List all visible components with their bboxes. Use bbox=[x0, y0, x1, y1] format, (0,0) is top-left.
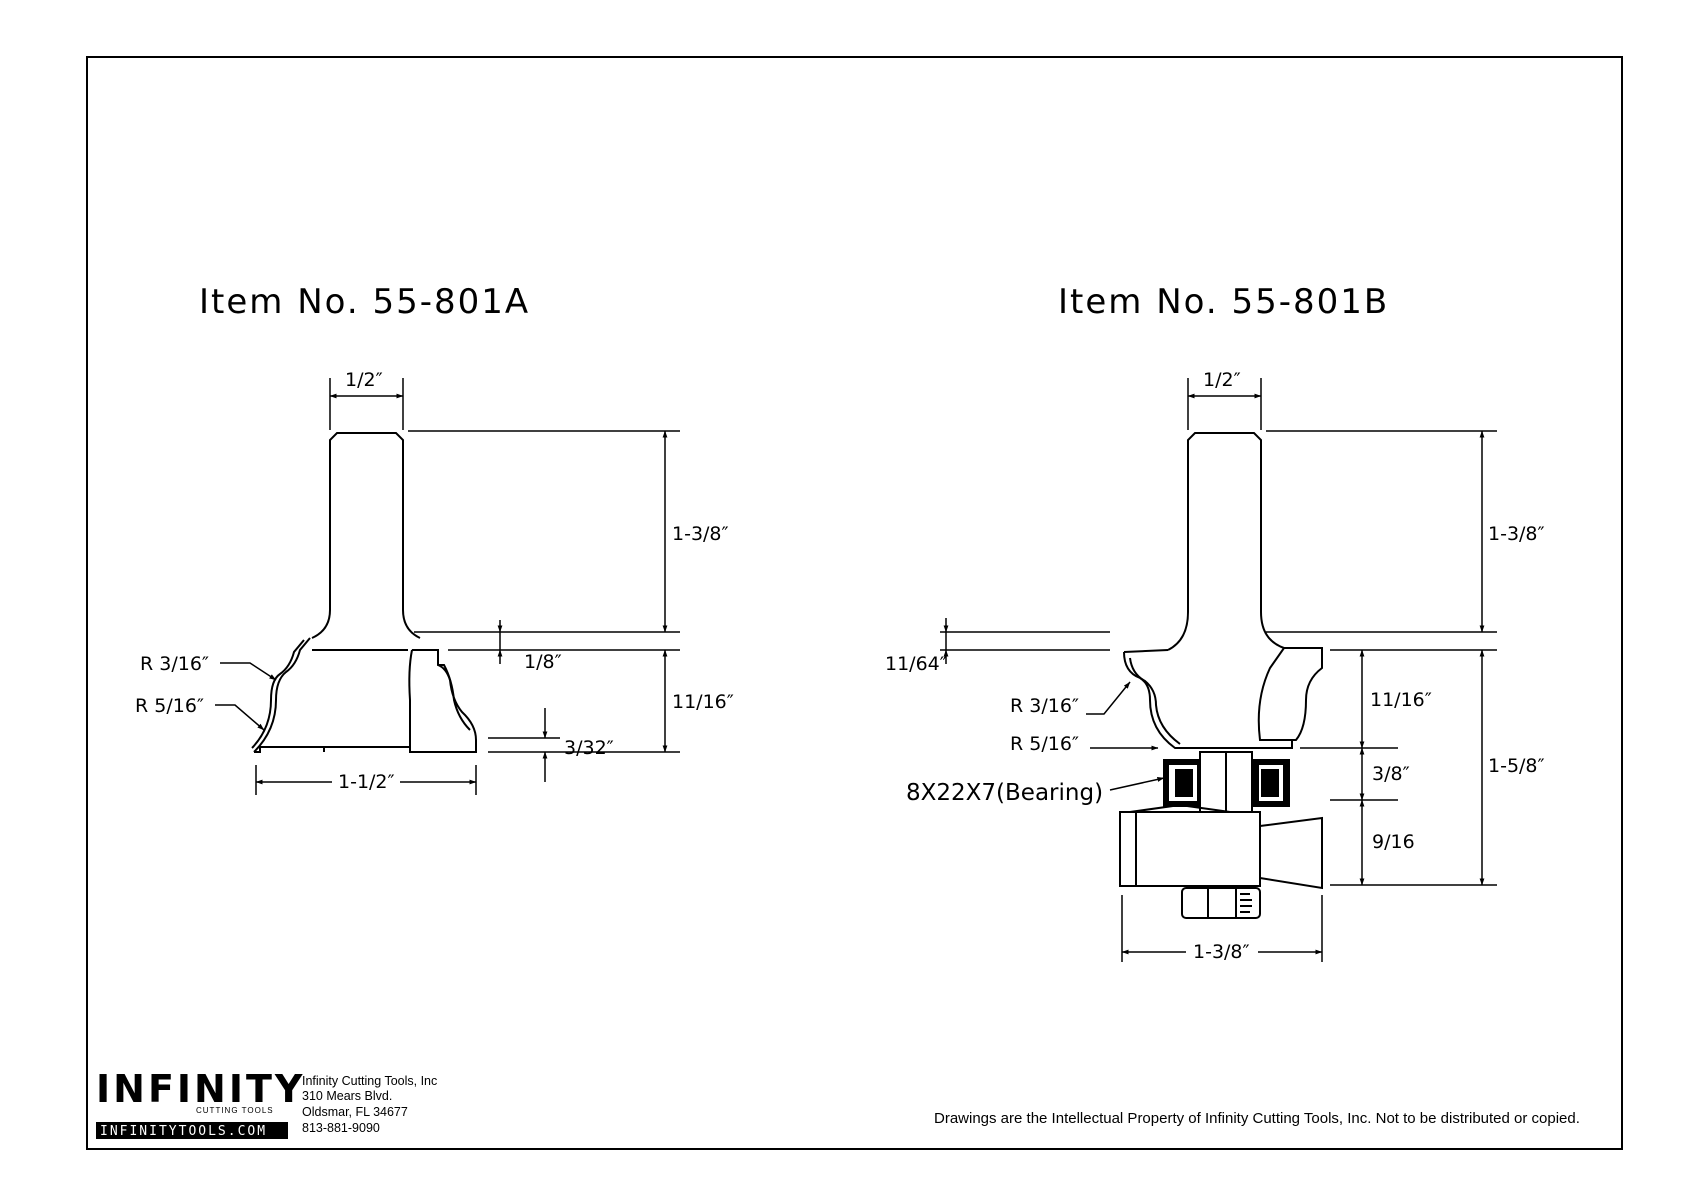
logo-site-bar bbox=[96, 1122, 288, 1139]
dim-a-shank-length: 1-3/8″ bbox=[672, 523, 729, 545]
shank-b-outline bbox=[1187, 432, 1262, 612]
address-phone: 813-881-9090 bbox=[302, 1121, 380, 1135]
shank-a-fillet bbox=[311, 609, 421, 639]
router-bit-55-801a bbox=[251, 432, 477, 753]
bearing-hole-left bbox=[1175, 769, 1193, 797]
nut bbox=[1181, 887, 1261, 919]
wing-a-outline bbox=[408, 649, 477, 753]
dim-a-shank-diameter: 1/2″ bbox=[345, 369, 383, 391]
dim-a-radius-top: R 3/16″ bbox=[140, 653, 209, 675]
wing-b-outline bbox=[1257, 647, 1323, 741]
slot-cutter-left bbox=[1119, 811, 1261, 887]
bearing-hole-right bbox=[1261, 769, 1279, 797]
thread bbox=[1240, 893, 1252, 913]
logo-site: INFINITYTOOLS.COM bbox=[100, 1124, 267, 1139]
shank-a-outline bbox=[329, 432, 404, 610]
body-a-profile-left bbox=[253, 637, 311, 753]
slot-cutter-right bbox=[1259, 816, 1323, 890]
dim-b-radius-bottom: R 5/16″ bbox=[1010, 733, 1079, 755]
dimensions-a bbox=[215, 378, 680, 795]
address-company: Infinity Cutting Tools, Inc bbox=[302, 1074, 437, 1088]
slot-cutter-flap bbox=[1129, 803, 1231, 813]
dimension-labels-b: 1/2″ 1-3/8″ 11/64″ R 3/16″ R 5/16″ 11/16… bbox=[885, 369, 1545, 963]
dimension-labels-a: 1/2″ 1-3/8″ 1/8″ 11/16″ 3/32″ R 3/16″ R … bbox=[135, 369, 734, 793]
title-item-b: Item No. 55-801B bbox=[1058, 282, 1389, 322]
dim-a-step: 1/8″ bbox=[524, 651, 562, 673]
dim-a-overall-diameter: 1-1/2″ bbox=[338, 771, 395, 793]
dim-b-bearing-stack: 3/8″ bbox=[1372, 763, 1410, 785]
dim-b-shank-diameter: 1/2″ bbox=[1203, 369, 1241, 391]
address-street: 310 Mears Blvd. bbox=[302, 1089, 392, 1103]
dim-b-overall-diameter: 1-3/8″ bbox=[1193, 941, 1250, 963]
dim-a-lip: 3/32″ bbox=[564, 737, 614, 759]
copyright-notice: Drawings are the Intellectual Property o… bbox=[934, 1110, 1580, 1127]
dim-b-cut-height: 11/16″ bbox=[1370, 689, 1432, 711]
logo-tagline: CUTTING TOOLS bbox=[196, 1106, 274, 1115]
dim-b-shank-length: 1-3/8″ bbox=[1488, 523, 1545, 545]
company-address: Infinity Cutting Tools, Inc 310 Mears Bl… bbox=[302, 1074, 437, 1135]
dim-b-slot-height: 9/16 bbox=[1372, 831, 1415, 853]
dimensions-b bbox=[940, 378, 1497, 962]
dim-a-radius-bottom: R 5/16″ bbox=[135, 695, 204, 717]
logo-wordmark: INFINITY bbox=[96, 1067, 305, 1111]
dim-b-radius-top: R 3/16″ bbox=[1010, 695, 1079, 717]
body-b-profile bbox=[1123, 649, 1293, 749]
dim-a-cut-height: 11/16″ bbox=[672, 691, 734, 713]
address-city: Oldsmar, FL 34677 bbox=[302, 1105, 408, 1119]
shank-b-fillet bbox=[1167, 611, 1285, 651]
dim-b-bearing: 8X22X7(Bearing) bbox=[906, 780, 1103, 806]
dim-b-total-height: 1-5/8″ bbox=[1488, 755, 1545, 777]
body-a-profile-left-inner bbox=[251, 639, 305, 749]
sheet-border bbox=[86, 56, 1623, 1150]
router-bit-55-801b bbox=[1119, 432, 1323, 919]
slot-cutter-left-edge bbox=[1120, 811, 1137, 887]
body-b-profile-inner bbox=[1129, 657, 1181, 745]
dim-b-step: 11/64″ bbox=[885, 653, 947, 675]
title-item-a: Item No. 55-801A bbox=[199, 282, 530, 322]
wing-a-inner bbox=[438, 664, 471, 731]
company-logo: INFINITY CUTTING TOOLS INFINITYTOOLS.COM bbox=[96, 1067, 305, 1139]
